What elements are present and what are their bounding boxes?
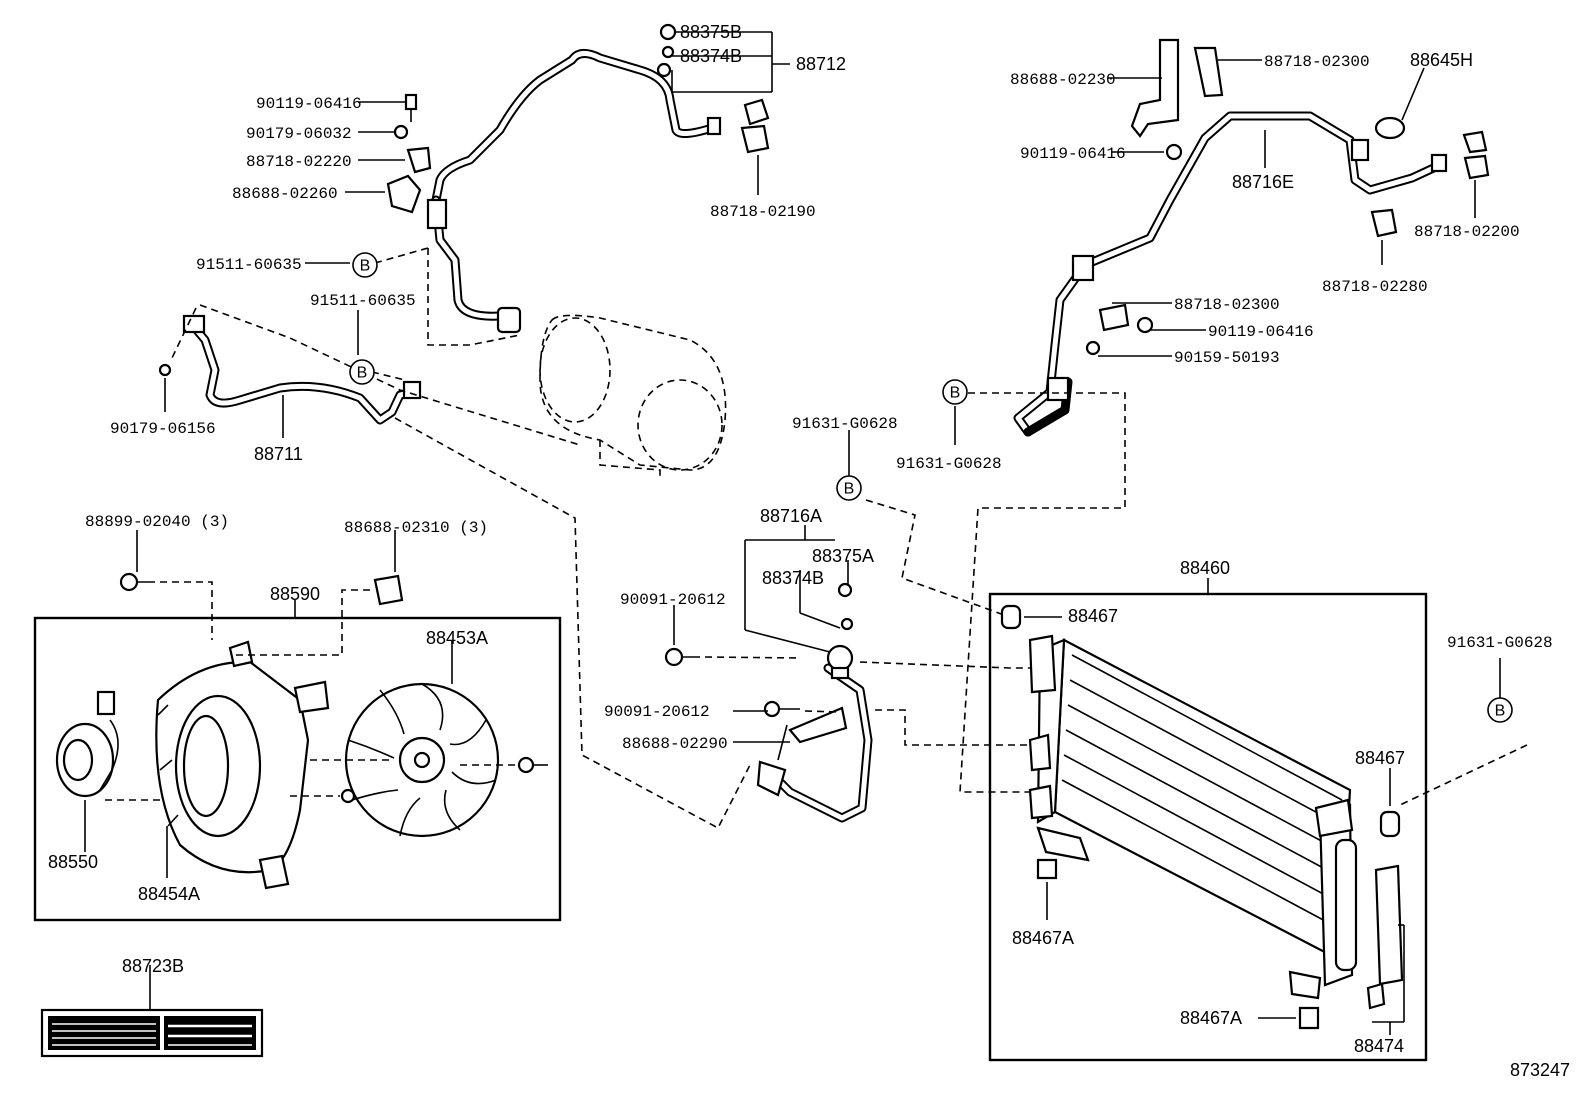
liquid-tube-88716A: [664, 582, 873, 823]
callout-88453A: 88453A: [426, 628, 488, 648]
callout-88718-02280: 88718-02280: [1322, 278, 1428, 296]
callout-88718-02190: 88718-02190: [710, 203, 816, 221]
callout-88688-02290: 88688-02290: [622, 735, 728, 753]
caution-label-88723B: [40, 965, 264, 1058]
callout-91631-G0628-a: 91631-G0628: [792, 415, 898, 433]
marker-b-1-letter: B: [360, 258, 371, 275]
callout-88467-b: 88467: [1355, 748, 1405, 768]
callout-88467A-b: 88467A: [1180, 1008, 1242, 1028]
callout-90179-06156: 90179-06156: [110, 420, 216, 438]
marker-b-2-letter: B: [357, 365, 368, 382]
leaders-top-right: [848, 59, 1476, 793]
callout-88590: 88590: [270, 584, 320, 604]
callout-88467-a: 88467: [1068, 606, 1118, 626]
callout-91631-G0628-c: 91631-G0628: [1447, 634, 1553, 652]
callout-90091-20612-a: 90091-20612: [620, 591, 726, 609]
callout-88712: 88712: [796, 54, 846, 74]
callout-labels: 88375B 88374B 88712 90119-06416 90179-06…: [48, 22, 1570, 1080]
marker-b-3: B: [942, 379, 968, 405]
callout-88467A-a: 88467A: [1012, 928, 1074, 948]
marker-b-4-letter: B: [844, 481, 855, 498]
marker-b-1: B: [352, 252, 378, 278]
marker-b-5: B: [1487, 697, 1513, 723]
fan-assembly-group-88590: [33, 530, 562, 922]
callout-88550: 88550: [48, 852, 98, 872]
callout-88375A: 88375A: [812, 546, 874, 566]
callout-88711: 88711: [254, 444, 303, 464]
condenser-core: [1028, 634, 1358, 1000]
compressor-outline: [539, 314, 727, 480]
callout-88899-02040: 88899-02040 (3): [85, 513, 229, 531]
callout-88718-02220: 88718-02220: [246, 153, 352, 171]
marker-b-3-letter: B: [950, 385, 961, 402]
marker-b-4: B: [836, 475, 862, 501]
callout-88374B-mid: 88374B: [762, 568, 824, 588]
callout-88374B-top: 88374B: [680, 46, 742, 66]
callout-88688-02260: 88688-02260: [232, 185, 338, 203]
callout-88454A: 88454A: [138, 884, 200, 904]
callout-88688-02230: 88688-02230: [1010, 71, 1116, 89]
callout-91631-G0628-b: 91631-G0628: [896, 455, 1002, 473]
figure-number: 873247: [1510, 1060, 1570, 1080]
callout-88718-02300-a: 88718-02300: [1264, 53, 1370, 71]
callout-88723B: 88723B: [122, 956, 184, 976]
condenser-group-88460: [988, 578, 1528, 1062]
discharge-hose-88712: [426, 49, 722, 334]
callout-88460: 88460: [1180, 558, 1230, 578]
callout-88716E: 88716E: [1232, 172, 1294, 192]
callout-91511-60635-b: 91511-60635: [310, 292, 416, 310]
callout-88375B-top: 88375B: [680, 22, 742, 42]
callout-90119-06416-c: 90119-06416: [1208, 323, 1314, 341]
fan-blades: [344, 682, 500, 838]
callout-90091-20612-b: 90091-20612: [604, 703, 710, 721]
callout-88716A: 88716A: [760, 506, 822, 526]
callout-88718-02300-b: 88718-02300: [1174, 296, 1280, 314]
callout-90119-06416-b: 90119-06416: [1020, 145, 1126, 163]
fasteners-top-left: [386, 23, 770, 214]
leaders-top-left: [305, 31, 790, 381]
callout-88474: 88474: [1354, 1036, 1404, 1056]
marker-b-2: B: [349, 359, 375, 385]
callout-88645H: 88645H: [1410, 50, 1473, 70]
marker-b-5-letter: B: [1495, 703, 1506, 720]
callout-90159-50193: 90159-50193: [1174, 349, 1280, 367]
suction-hose-88711: [158, 304, 751, 830]
callout-88718-02200: 88718-02200: [1414, 223, 1520, 241]
leaders-center: [673, 525, 1030, 746]
liquid-tube-88716E: [1013, 38, 1490, 437]
callout-90119-06416-a: 90119-06416: [256, 95, 362, 113]
callout-88688-02310: 88688-02310 (3): [344, 519, 488, 537]
callout-90179-06032: 90179-06032: [246, 125, 352, 143]
callout-91511-60635-a: 91511-60635: [196, 256, 302, 274]
